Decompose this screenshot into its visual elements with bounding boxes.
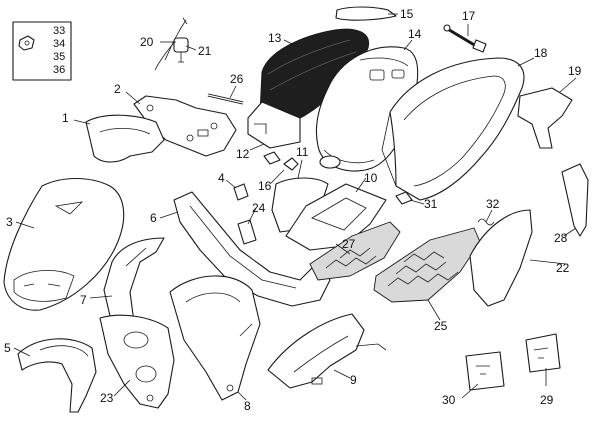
kit-label-36: 36 bbox=[53, 64, 65, 76]
leader-lines bbox=[13, 13, 577, 401]
callout-2: 2 bbox=[114, 82, 121, 96]
rear-cover-frame-part bbox=[381, 57, 525, 201]
hardware-kit-box: 33 34 35 36 bbox=[12, 21, 72, 81]
callout-6: 6 bbox=[150, 211, 157, 225]
spring-clip-part bbox=[283, 157, 299, 171]
callout-18: 18 bbox=[534, 46, 548, 60]
battery-cover-part bbox=[271, 177, 329, 233]
callout-10: 10 bbox=[364, 171, 378, 185]
clip-part bbox=[395, 191, 413, 205]
callout-labels: 15 17 14 18 19 13 20 21 26 2 1 12 11 16 … bbox=[4, 7, 582, 413]
callout-15: 15 bbox=[400, 7, 414, 21]
callout-32: 32 bbox=[486, 197, 500, 211]
callout-25: 25 bbox=[434, 319, 448, 333]
callout-3: 3 bbox=[6, 215, 13, 229]
callout-4: 4 bbox=[218, 171, 225, 185]
right-side-fairing-part bbox=[169, 275, 261, 401]
callout-14: 14 bbox=[408, 27, 422, 41]
callout-9: 9 bbox=[350, 373, 357, 387]
clip-nut-icon bbox=[18, 35, 35, 51]
callout-23: 23 bbox=[100, 391, 114, 405]
callout-5: 5 bbox=[4, 341, 11, 355]
callout-22: 22 bbox=[556, 261, 570, 275]
license-plate-holder-part bbox=[561, 163, 589, 237]
callout-13: 13 bbox=[268, 31, 282, 45]
glove-box-cover-edge bbox=[99, 128, 151, 135]
sticker-part-a bbox=[465, 351, 505, 391]
rear-mudguard-part bbox=[469, 209, 533, 307]
seat-cover-strip-part bbox=[335, 6, 397, 21]
lock-bolt-part bbox=[443, 24, 487, 53]
courtesy-light-part bbox=[154, 17, 189, 71]
floor-mat-part bbox=[309, 221, 401, 281]
glove-box-cover-part bbox=[85, 114, 165, 163]
latch-part bbox=[263, 151, 281, 165]
center-frame-cover-part bbox=[285, 183, 387, 251]
kit-label-35: 35 bbox=[53, 51, 65, 63]
callout-1: 1 bbox=[62, 111, 69, 125]
helmet-compartment-part bbox=[315, 46, 419, 172]
callout-20: 20 bbox=[140, 35, 154, 49]
kit-label-34: 34 bbox=[53, 38, 65, 50]
callout-8: 8 bbox=[244, 399, 251, 413]
sticker-part-b bbox=[525, 333, 561, 373]
kit-label-33: 33 bbox=[53, 25, 65, 37]
front-mudguard-part bbox=[17, 338, 97, 413]
callout-19: 19 bbox=[568, 64, 582, 78]
callout-28: 28 bbox=[554, 231, 568, 245]
callout-16: 16 bbox=[258, 179, 272, 193]
seat-part bbox=[247, 28, 370, 149]
lower-frame-cover-part bbox=[267, 313, 387, 389]
callout-11: 11 bbox=[296, 145, 309, 159]
bracket-part bbox=[233, 183, 249, 201]
rod-highlight bbox=[207, 94, 244, 104]
callout-21: 21 bbox=[198, 44, 212, 58]
callout-29: 29 bbox=[540, 393, 554, 407]
callout-31: 31 bbox=[424, 197, 438, 211]
callout-30: 30 bbox=[442, 393, 456, 407]
footboard-part bbox=[373, 227, 481, 303]
callout-27: 27 bbox=[342, 237, 356, 251]
callout-7: 7 bbox=[80, 293, 87, 307]
inner-panel-part bbox=[133, 95, 237, 157]
leg-shield-part bbox=[173, 191, 331, 307]
small-plate-part bbox=[237, 219, 257, 245]
tail-light-housing-part bbox=[517, 87, 573, 149]
inner-front-panel-part bbox=[99, 314, 175, 409]
callout-17: 17 bbox=[462, 9, 476, 23]
front-shield-part bbox=[3, 178, 125, 311]
callout-26: 26 bbox=[230, 72, 244, 86]
callout-12: 12 bbox=[236, 147, 250, 161]
callout-24: 24 bbox=[252, 201, 266, 215]
